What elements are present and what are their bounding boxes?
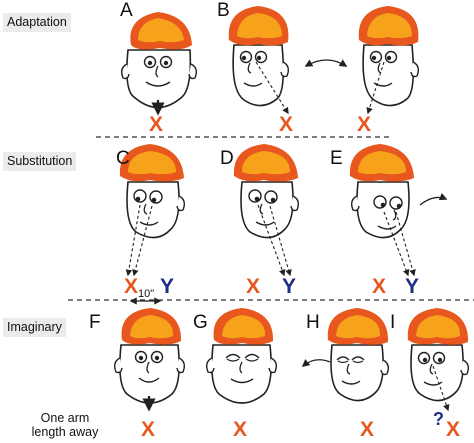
panel-letter-b: B bbox=[217, 0, 230, 21]
face-icon bbox=[327, 308, 390, 402]
unknown-mark-i: ? bbox=[433, 409, 444, 429]
target-x-a: X bbox=[149, 113, 164, 136]
target-x-h: X bbox=[360, 418, 375, 441]
gaze-arrow-icon bbox=[255, 61, 289, 115]
gaze-arrow-icon bbox=[366, 61, 385, 115]
distance-label: 10" bbox=[138, 288, 155, 300]
panel-letter-c: C bbox=[116, 148, 130, 169]
panel-letter-d: D bbox=[220, 148, 234, 169]
curved-arrow-icon bbox=[304, 59, 348, 67]
target-y-d: Y bbox=[282, 275, 297, 298]
face-icon bbox=[228, 6, 290, 115]
section-label-substitution: Substitution bbox=[3, 152, 77, 171]
panel-letter-a: A bbox=[120, 0, 133, 21]
target-x-i: X bbox=[446, 418, 461, 441]
face-icon bbox=[205, 308, 278, 404]
curved-arrow-icon bbox=[419, 193, 448, 206]
face-icon bbox=[358, 6, 420, 115]
panel-letter-h: H bbox=[306, 312, 320, 333]
face-icon bbox=[113, 308, 186, 412]
target-y-c: Y bbox=[160, 275, 175, 298]
target-x-e: X bbox=[372, 275, 387, 298]
caption-line-2: length away bbox=[31, 425, 99, 439]
target-x-b-right: X bbox=[357, 113, 372, 136]
curved-arrow-icon bbox=[301, 359, 331, 367]
gaze-arrow-icon bbox=[125, 204, 141, 277]
target-x-b-left: X bbox=[279, 113, 294, 136]
target-x-d: X bbox=[246, 275, 261, 298]
face-icon bbox=[349, 144, 416, 277]
face-icon bbox=[119, 144, 186, 277]
gaze-arrow-icon bbox=[257, 204, 286, 277]
gaze-arrow-icon bbox=[383, 211, 410, 277]
panel-letter-g: G bbox=[193, 312, 208, 333]
section-label-adaptation: Adaptation bbox=[3, 13, 71, 32]
target-y-e: Y bbox=[405, 275, 420, 298]
target-x-c: X bbox=[124, 275, 139, 298]
arm-length-caption: One arm length away bbox=[22, 411, 108, 439]
panel-letter-e: E bbox=[330, 148, 343, 169]
panel-letter-i: I bbox=[390, 312, 396, 333]
face-icon bbox=[407, 308, 470, 412]
panel-letter-f: F bbox=[89, 312, 101, 333]
gaze-arrow-icon bbox=[132, 205, 153, 277]
gaze-arrow-icon bbox=[432, 365, 450, 412]
gaze-arrow-icon bbox=[269, 205, 292, 277]
section-label-imaginary: Imaginary bbox=[3, 318, 66, 337]
target-x-f: X bbox=[141, 418, 156, 441]
caption-line-1: One arm bbox=[40, 411, 90, 425]
face-icon bbox=[120, 12, 198, 116]
face-icon bbox=[233, 144, 300, 277]
target-x-g: X bbox=[233, 418, 248, 441]
